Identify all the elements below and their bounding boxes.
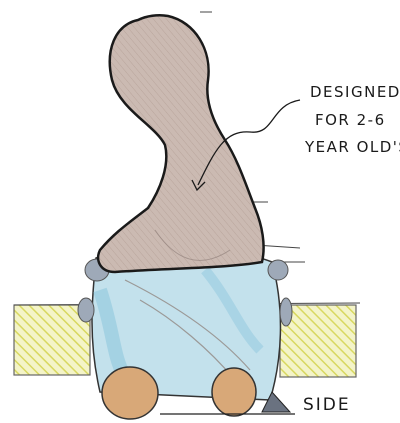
left-support-block [13,304,91,376]
annotation-arrow [191,99,301,192]
seat-base [91,248,282,402]
right-support-block [279,304,357,378]
side-bumps [77,258,293,327]
corner-wedge [261,391,292,413]
front-wheel [101,366,159,420]
view-label: SIDE [303,395,351,415]
character-body [96,13,265,381]
annotation-line-2: FOR 2-6 [315,111,386,129]
rear-wheel [211,367,257,417]
annotation-line-1: DESIGNED [310,83,400,101]
annotation-line-3: YEAR OLD'S [305,138,400,156]
